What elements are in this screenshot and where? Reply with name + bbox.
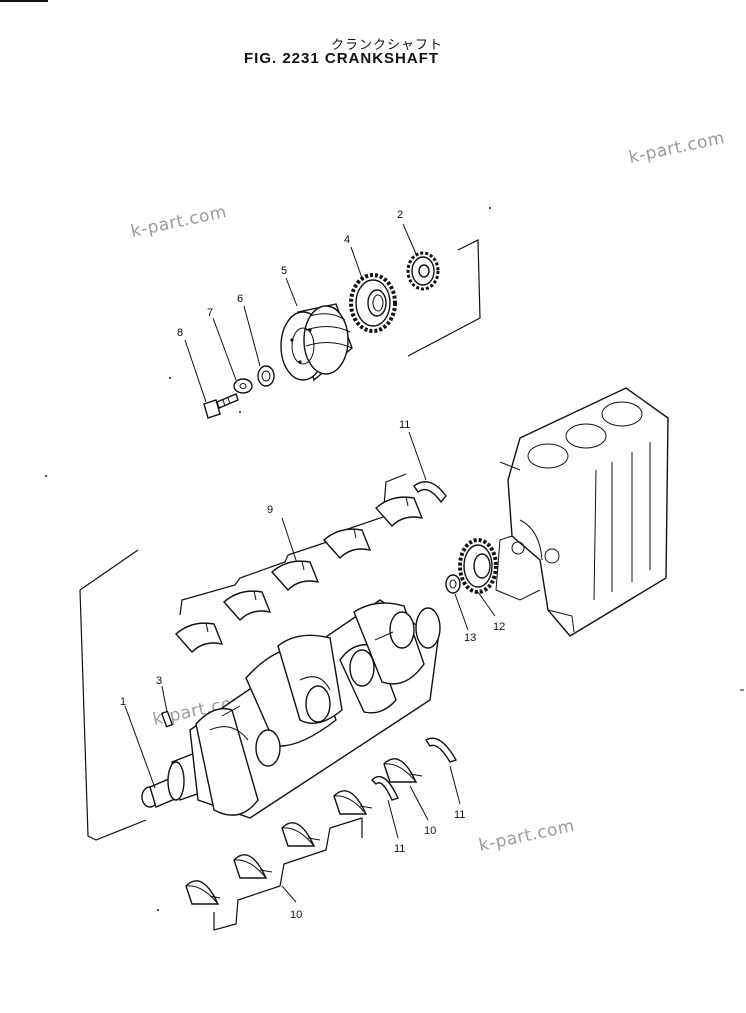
top-rule: [0, 0, 48, 2]
bearing-shell-icon: [383, 758, 423, 783]
callout-11-lower: 11: [394, 843, 405, 855]
engine-block-icon: [495, 387, 669, 637]
leader-lines-lower: [387, 765, 461, 839]
callout-7: 7: [207, 307, 213, 319]
callout-2: 2: [397, 209, 403, 221]
callout-8: 8: [177, 327, 183, 339]
callout-1: 1: [120, 696, 126, 708]
pin-icon: [160, 710, 174, 728]
crankshaft-icon: [141, 599, 441, 819]
crankshaft-bracket: [79, 549, 147, 841]
thrust-washer-icon: [408, 431, 447, 504]
bearing-shell-icon: [281, 822, 321, 847]
bushing-icon: [445, 574, 461, 594]
leader-lines-block: [454, 591, 496, 631]
upper-bearing-bracket: [179, 473, 407, 616]
upper-assembly-bracket: [407, 239, 481, 357]
callout-3: 3: [156, 675, 162, 687]
gear-icon: [349, 273, 397, 333]
washer-icon: [233, 378, 253, 394]
bearing-shell-icon: [271, 560, 320, 592]
callout-9: 9: [267, 504, 273, 516]
bearing-shell-icon: [333, 790, 373, 815]
bearing-shell-icon: [223, 590, 272, 622]
bearing-shell-icon: [175, 622, 224, 654]
lower-bearing-bracket: [213, 817, 363, 931]
bearing-shell-icon: [185, 880, 221, 905]
callout-6: 6: [237, 293, 243, 305]
callout-4: 4: [344, 234, 350, 246]
callout-5: 5: [281, 265, 287, 277]
bearing-shell-icon: [233, 854, 273, 879]
thrust-washer-icon: [425, 737, 458, 763]
callout-11-upper: 11: [399, 419, 410, 431]
bearing-shell-icon: [375, 496, 424, 528]
callout-10-lower: 10: [290, 909, 302, 921]
leader-lines-upper: [184, 223, 418, 403]
collar-icon: [257, 365, 275, 387]
bolt-icon: [203, 393, 239, 419]
callout-11-right: 11: [454, 809, 465, 821]
callout-10-right: 10: [424, 825, 436, 837]
pulley-icon: [280, 303, 353, 382]
bearing-shell-icon: [323, 528, 372, 560]
thrust-washer-icon: [371, 775, 399, 801]
figure-title: FIG. 2231 CRANKSHAFT: [244, 50, 440, 67]
gear-icon: [458, 538, 498, 594]
gear-icon: [406, 251, 440, 291]
callout-12: 12: [493, 621, 505, 633]
callout-13: 13: [464, 632, 476, 644]
leader-lines-crank: [124, 685, 168, 789]
figure-title-japanese: クランクシャフト: [331, 38, 444, 53]
